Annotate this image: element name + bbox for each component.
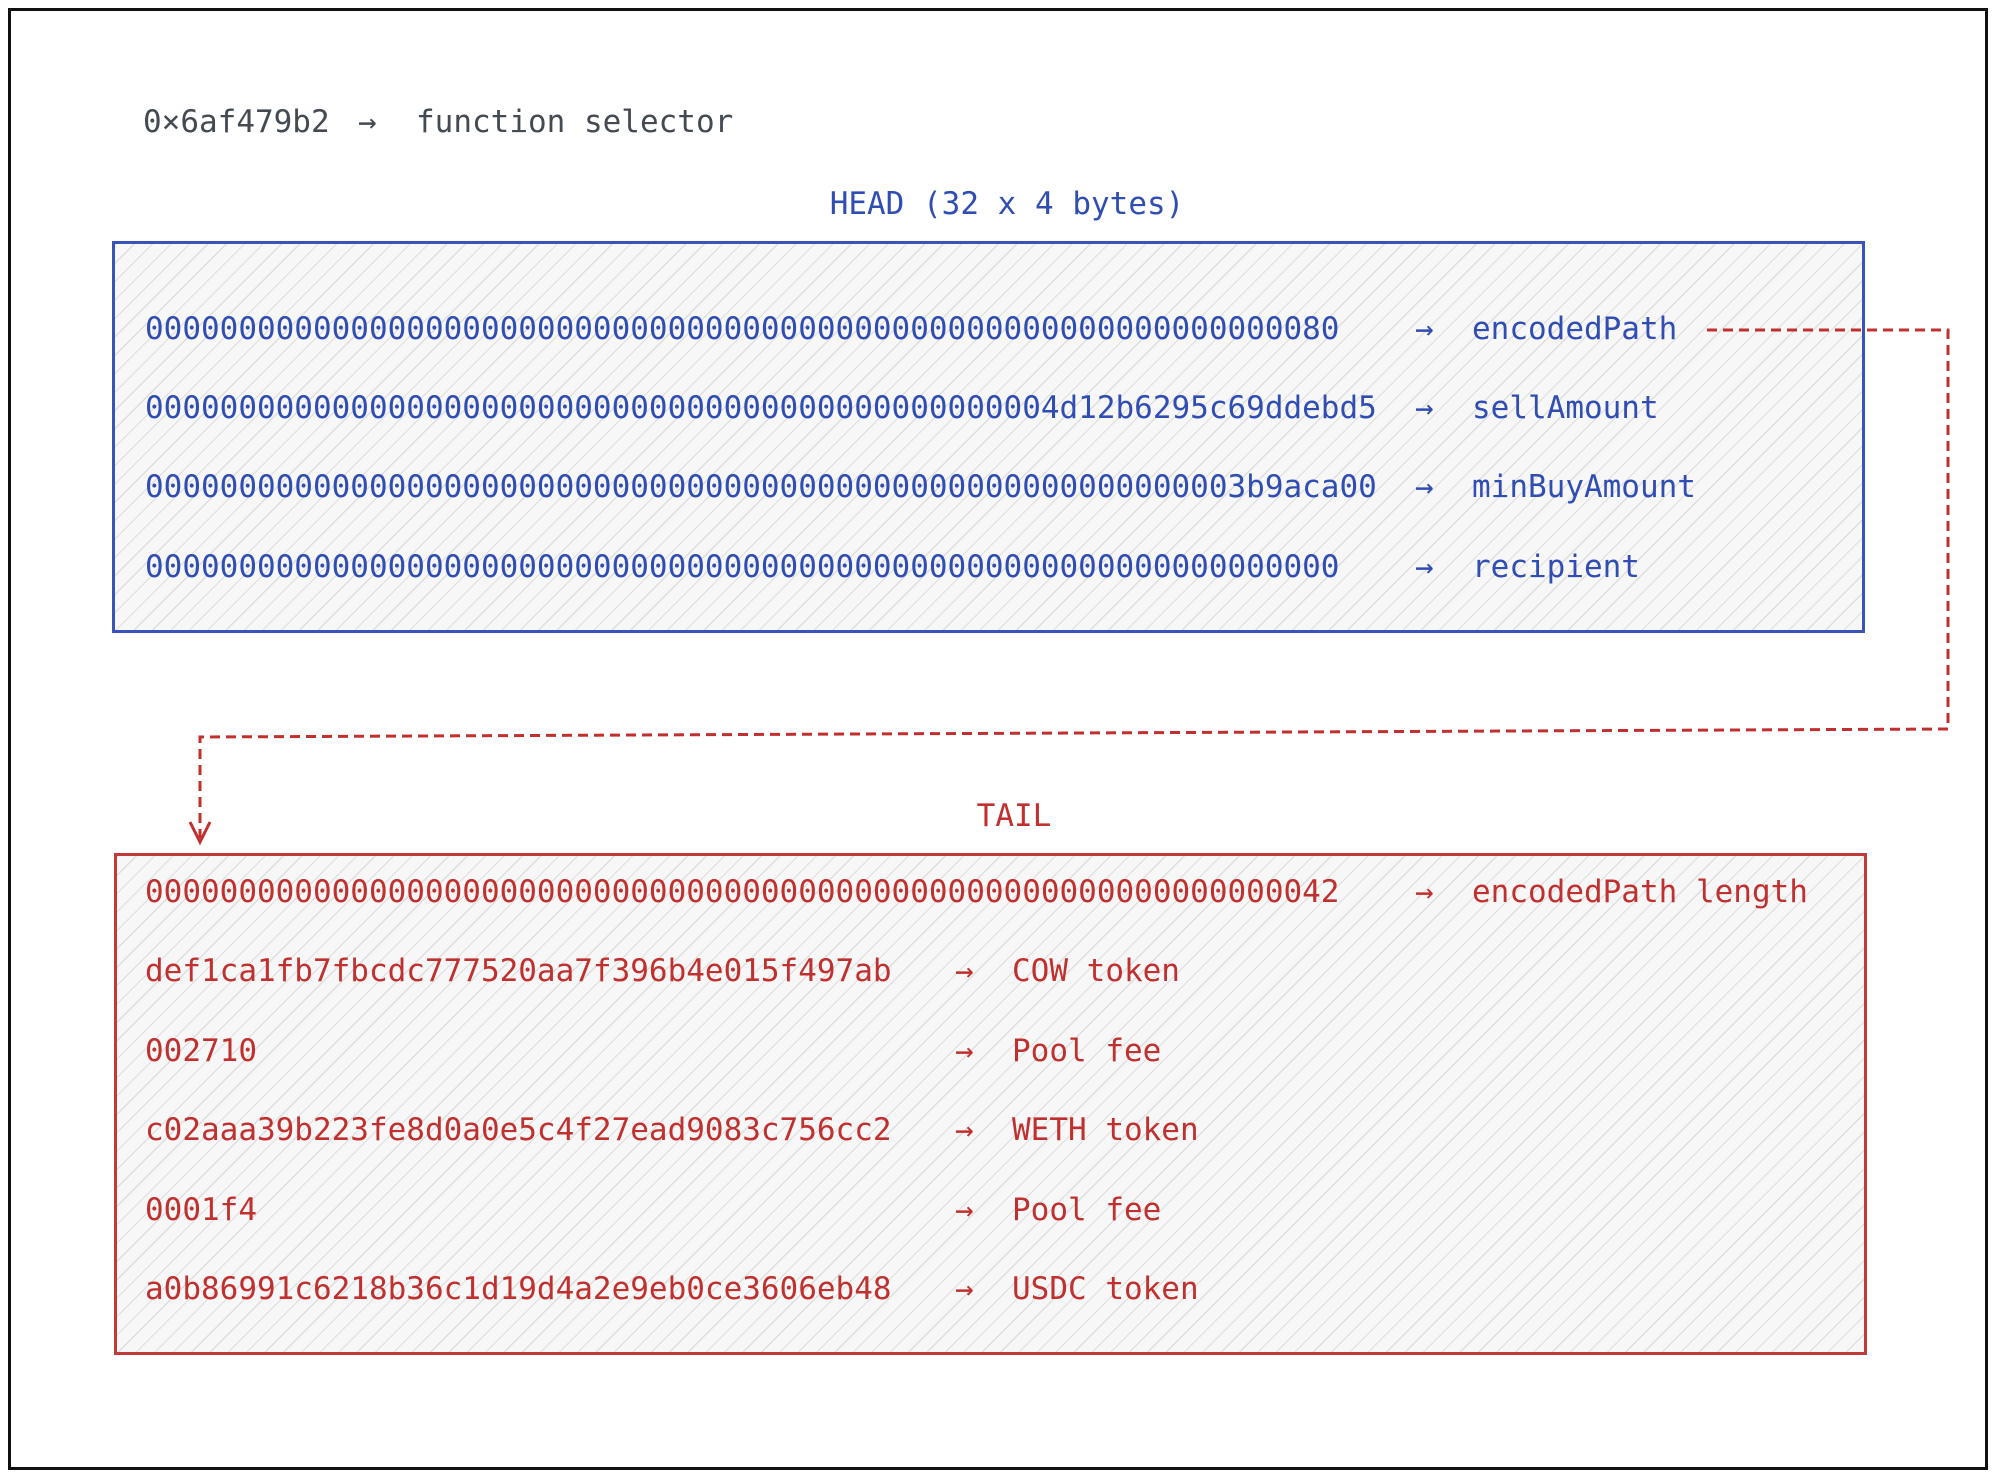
tail-row-cow-token: def1ca1fb7fbcdc777520aa7f396b4e015f497ab…: [145, 946, 1180, 996]
selector-arrow-icon: →: [358, 104, 377, 140]
tail-row-value: 0000000000000000000000000000000000000000…: [145, 874, 1340, 910]
head-row-value: 0000000000000000000000000000000000000000…: [145, 311, 1340, 347]
tail-row-label: encodedPath length: [1472, 874, 1808, 910]
head-row-value: 0000000000000000000000000000000000000000…: [145, 469, 1377, 505]
tail-row-label: USDC token: [1012, 1271, 1199, 1307]
arrow-right-icon: →: [1415, 469, 1434, 505]
tail-row-usdc-token: a0b86991c6218b36c1d19d4a2e9eb0ce3606eb48…: [145, 1264, 1199, 1314]
head-title: HEAD (32 x 4 bytes): [829, 186, 1185, 222]
arrow-right-icon: →: [955, 1271, 974, 1307]
tail-row-value: c02aaa39b223fe8d0a0e5c4f27ead9083c756cc2: [145, 1112, 892, 1148]
head-row-label: encodedPath: [1472, 311, 1678, 347]
tail-row-value: a0b86991c6218b36c1d19d4a2e9eb0ce3606eb48: [145, 1271, 892, 1307]
tail-row-label: WETH token: [1012, 1112, 1199, 1148]
tail-row-label: Pool fee: [1012, 1033, 1162, 1069]
tail-row-value: def1ca1fb7fbcdc777520aa7f396b4e015f497ab: [145, 953, 892, 989]
head-row-value: 0000000000000000000000000000000000000000…: [145, 390, 1377, 426]
head-row-sell-amount: 0000000000000000000000000000000000000000…: [145, 383, 1659, 433]
tail-row-value: 0001f4: [145, 1192, 257, 1228]
tail-row-label: Pool fee: [1012, 1192, 1162, 1228]
head-row-label: recipient: [1472, 549, 1640, 585]
tail-title: TAIL: [976, 798, 1052, 834]
head-row-min-buy-amount: 0000000000000000000000000000000000000000…: [145, 462, 1696, 512]
head-row-value: 0000000000000000000000000000000000000000…: [145, 549, 1340, 585]
arrow-right-icon: →: [955, 953, 974, 989]
tail-row-pool-fee-1: 002710 → Pool fee: [145, 1026, 1161, 1076]
tail-row-encoded-path-length: 0000000000000000000000000000000000000000…: [145, 867, 1808, 917]
tail-row-label: COW token: [1012, 953, 1180, 989]
head-row-label: minBuyAmount: [1472, 469, 1696, 505]
tail-row-pool-fee-2: 0001f4 → Pool fee: [145, 1185, 1161, 1235]
diagram-frame: [8, 8, 1988, 1470]
head-row-recipient: 0000000000000000000000000000000000000000…: [145, 542, 1640, 592]
arrow-right-icon: →: [955, 1112, 974, 1148]
arrow-right-icon: →: [1415, 390, 1434, 426]
function-selector-label: function selector: [416, 104, 734, 140]
arrow-right-icon: →: [1415, 311, 1434, 347]
tail-row-value: 002710: [145, 1033, 257, 1069]
head-row-label: sellAmount: [1472, 390, 1659, 426]
arrow-right-icon: →: [955, 1192, 974, 1228]
arrow-right-icon: →: [955, 1033, 974, 1069]
function-selector-row: 0×6af479b2 → function selector: [143, 100, 733, 144]
tail-box: [114, 853, 1867, 1355]
function-selector-hex: 0×6af479b2: [143, 104, 330, 140]
arrow-right-icon: →: [1415, 874, 1434, 910]
arrow-right-icon: →: [1415, 549, 1434, 585]
tail-row-weth-token: c02aaa39b223fe8d0a0e5c4f27ead9083c756cc2…: [145, 1105, 1199, 1155]
head-row-encoded-path: 0000000000000000000000000000000000000000…: [145, 304, 1677, 354]
